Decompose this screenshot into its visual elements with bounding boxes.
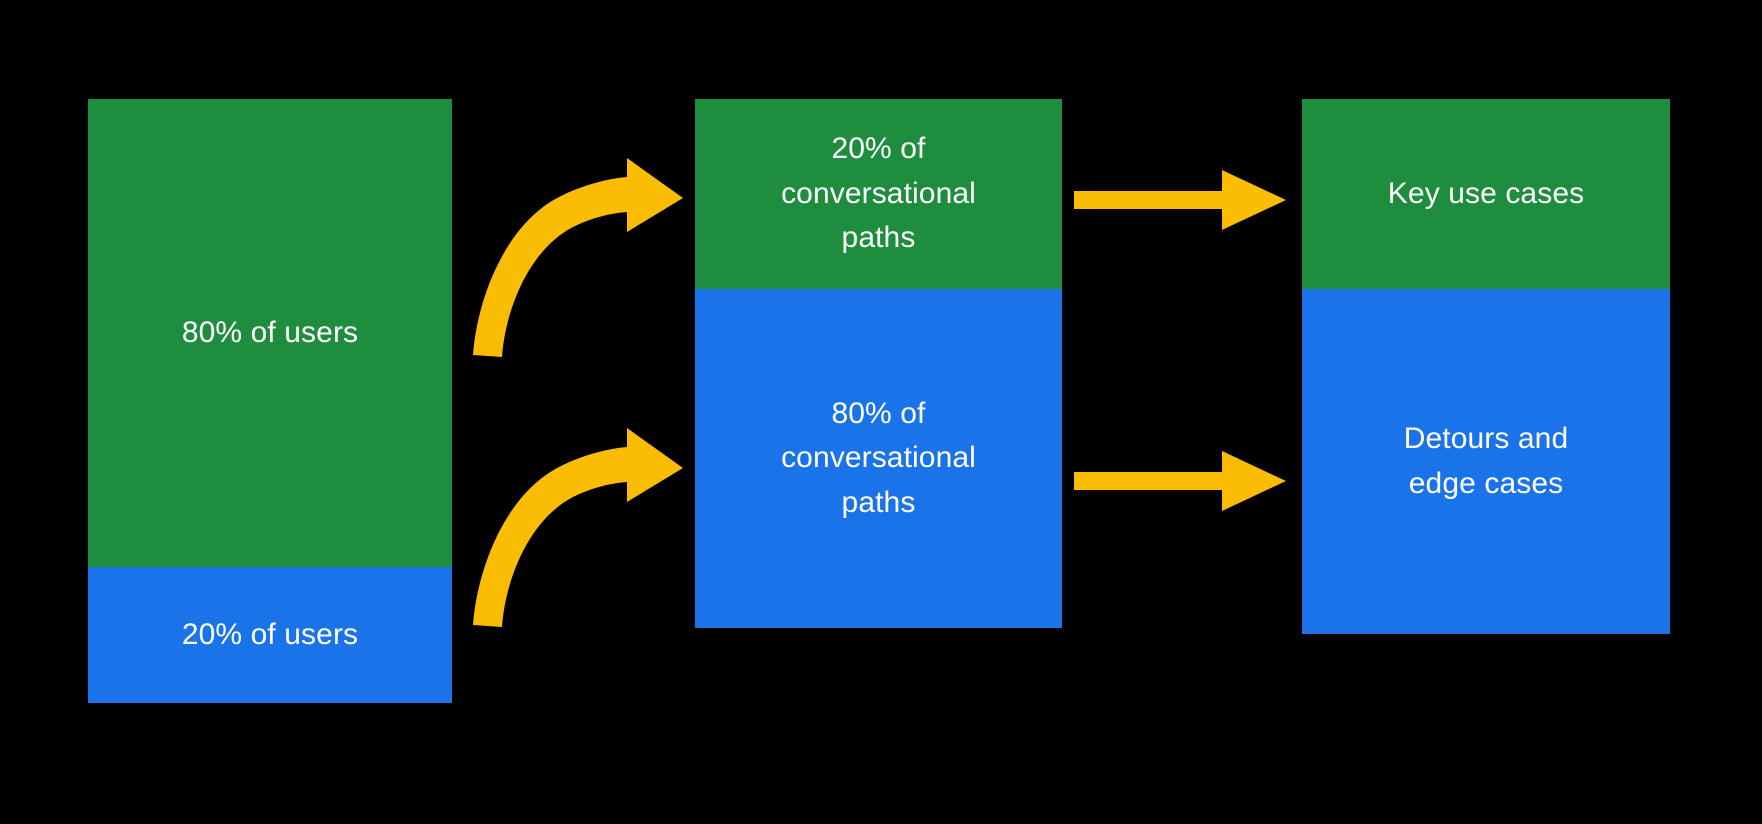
segment-key-use-cases[interactable]: Key use cases xyxy=(1302,99,1670,289)
segment-paths-minority[interactable]: 20% of conversational paths xyxy=(695,99,1062,289)
segment-users-minority[interactable]: 20% of users xyxy=(88,567,452,703)
curved-arrow-icon-top xyxy=(473,158,683,357)
straight-arrow-icon-top xyxy=(1074,170,1286,230)
users-column[interactable]: 80% of users 20% of users xyxy=(88,99,452,703)
segment-label-paths-minority: 20% of conversational paths xyxy=(781,132,976,255)
segment-label-key-use-cases: Key use cases xyxy=(1387,176,1585,210)
segment-label-paths-majority: 80% of conversational paths xyxy=(781,396,976,519)
straight-arrow-icon-bottom xyxy=(1074,451,1286,511)
conversational-paths-column[interactable]: 20% of conversational paths 80% of conve… xyxy=(695,99,1062,628)
segment-label-users-minority: 20% of users xyxy=(181,617,359,651)
use-cases-column[interactable]: Key use cases Detours and edge cases xyxy=(1302,99,1670,634)
segment-detours-edge-cases[interactable]: Detours and edge cases xyxy=(1302,289,1670,634)
curved-arrow-icon-bottom xyxy=(473,428,683,627)
segment-paths-majority[interactable]: 80% of conversational paths xyxy=(695,289,1062,628)
segment-label-detours-edge-cases: Detours and edge cases xyxy=(1403,422,1569,500)
segment-label-users-majority: 80% of users xyxy=(181,315,359,349)
segment-users-majority[interactable]: 80% of users xyxy=(88,99,452,567)
